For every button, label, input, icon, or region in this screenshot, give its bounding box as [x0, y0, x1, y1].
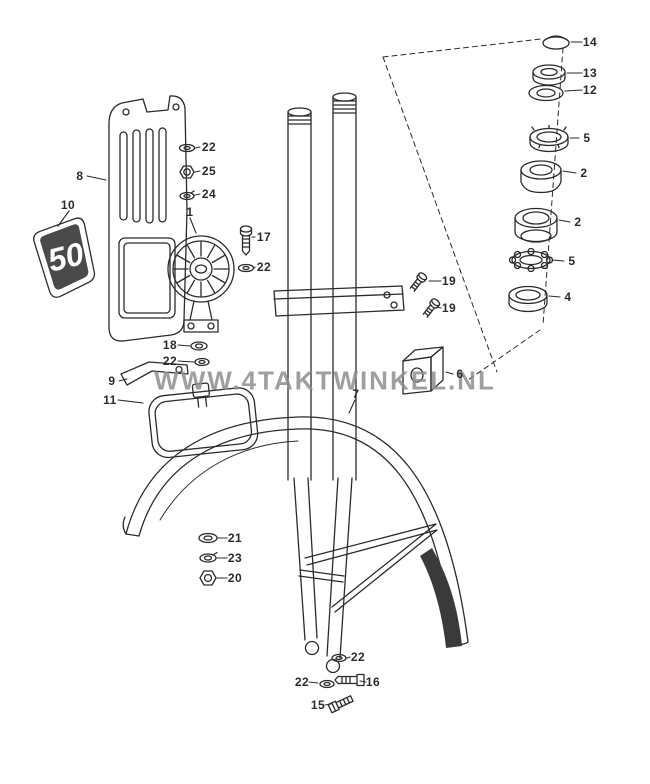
fork-legs: [293, 477, 438, 674]
ball-retainer-top: [529, 124, 569, 153]
washer-21: [198, 532, 218, 544]
steering-stem-nut: [542, 35, 570, 50]
front-fender: [122, 416, 469, 648]
steering-washer: [528, 84, 564, 102]
mud-flap: [148, 382, 259, 459]
number-plate-bracket: [108, 95, 188, 342]
horn: [167, 235, 235, 333]
washer-22-e: [319, 679, 335, 689]
bearing-race-lower: [514, 207, 558, 243]
washer-22-d: [331, 653, 347, 663]
emblem-text: 50: [44, 235, 87, 279]
fork-bottom-bridge: [273, 285, 405, 317]
bolt-19a: [409, 272, 428, 292]
leader-lines: [57, 41, 583, 706]
bolt-19b: [422, 298, 441, 318]
nut-25: [179, 165, 195, 179]
bolt-16: [334, 673, 365, 687]
bolt-15: [327, 695, 354, 714]
fork-tubes: [287, 92, 357, 481]
ball-retainer-lower: [508, 247, 554, 273]
watermark-text: WWW.4TAKTWINKEL.NL: [154, 365, 496, 396]
axis-guide-lines: [382, 38, 564, 381]
bearing-race-top: [520, 160, 562, 194]
nut-20: [199, 570, 217, 586]
bearing-race-bottom: [508, 285, 548, 313]
bolt-17: [239, 225, 253, 256]
steering-cone-nut: [532, 64, 566, 86]
reflector-bracket: [402, 346, 444, 395]
washer-22-a: [178, 143, 196, 153]
washer-24: [179, 190, 195, 201]
washer-18: [190, 341, 208, 351]
flap-bracket: [120, 361, 189, 386]
washer-22-c: [194, 357, 210, 367]
washer-22-b: [237, 263, 255, 273]
emblem-50: 50: [33, 217, 96, 298]
spring-washer-23: [199, 551, 218, 563]
